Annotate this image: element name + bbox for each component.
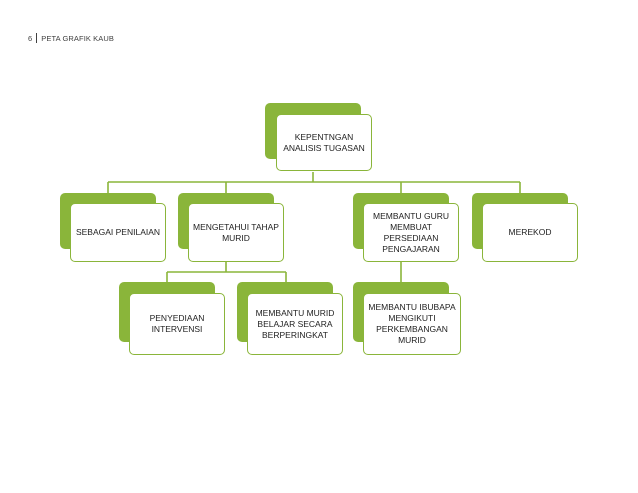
node-root-box: KEPENTNGAN ANALISIS TUGASAN	[276, 114, 372, 171]
node-box: SEBAGAI PENILAIAN	[70, 203, 166, 262]
node-label: MEMBANTU MURID BELAJAR SECARA BERPERINGK…	[255, 307, 335, 340]
node-box: MENGETAHUI TAHAP MURID	[188, 203, 284, 262]
node-label: MEREKOD	[508, 227, 552, 237]
node-label: MEMBANTU IBUBAPA MENGIKUTI PERKEMBANGAN …	[368, 302, 456, 345]
page-header: 6 PETA GRAFIK KAUB	[28, 33, 114, 43]
node-box: MEMBANTU GURU MEMBUAT PERSEDIAAN PENGAJA…	[363, 203, 459, 262]
node-box: MEREKOD	[482, 203, 578, 262]
node-label: MEMBANTU GURU MEMBUAT PERSEDIAAN PENGAJA…	[372, 210, 450, 254]
header-divider	[36, 33, 38, 43]
node-box: PENYEDIAAN INTERVENSI	[129, 293, 225, 355]
node-label: MENGETAHUI TAHAP MURID	[193, 221, 279, 243]
node-label: SEBAGAI PENILAIAN	[75, 227, 161, 237]
node-box: MEMBANTU IBUBAPA MENGIKUTI PERKEMBANGAN …	[363, 293, 461, 355]
node-root-label: KEPENTNGAN ANALISIS TUGASAN	[283, 131, 365, 153]
page-number: 6	[28, 34, 33, 43]
page-title: PETA GRAFIK KAUB	[41, 34, 115, 43]
node-box: MEMBANTU MURID BELAJAR SECARA BERPERINGK…	[247, 293, 343, 355]
node-label: PENYEDIAAN INTERVENSI	[149, 313, 205, 334]
